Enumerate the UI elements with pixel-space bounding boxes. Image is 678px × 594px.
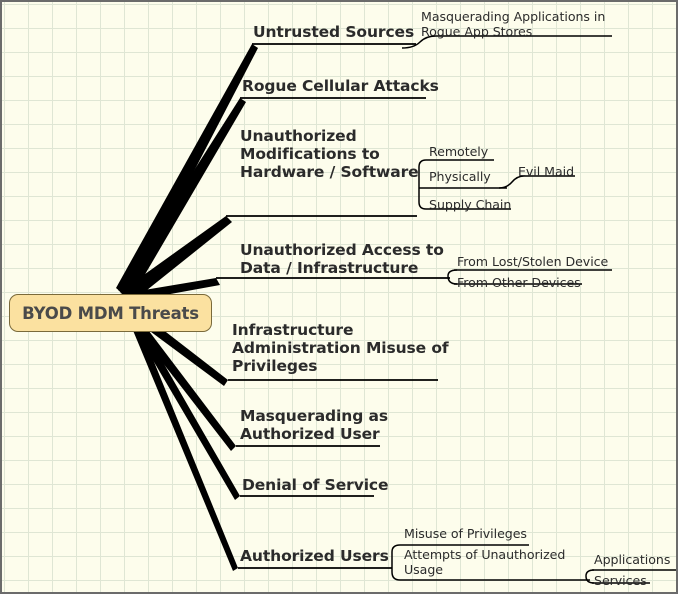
node-supply-chain[interactable]: Supply Chain — [429, 197, 512, 212]
node-evil-maid[interactable]: Evil Maid — [518, 164, 575, 179]
node-unauthorized-modifications[interactable]: Unauthorized Modifications to Hardware /… — [240, 127, 419, 181]
node-unauthorized-access[interactable]: Unauthorized Access to Data / Infrastruc… — [240, 241, 444, 277]
node-untrusted-sources[interactable]: Untrusted Sources — [253, 23, 415, 41]
edge-root-authorized-users — [122, 298, 238, 571]
node-from-lost-stolen-device[interactable]: From Lost/Stolen Device — [457, 254, 609, 269]
root-node-label: BYOD MDM Threats — [22, 303, 199, 323]
node-denial-of-service[interactable]: Denial of Service — [242, 476, 389, 494]
node-from-other-devices[interactable]: From Other Devices — [457, 275, 581, 290]
node-authorized-users[interactable]: Authorized Users — [240, 547, 389, 565]
node-misuse-of-privileges[interactable]: Misuse of Privileges — [404, 526, 527, 541]
node-remotely[interactable]: Remotely — [429, 144, 489, 159]
node-rogue-cellular-attacks[interactable]: Rogue Cellular Attacks — [242, 77, 439, 95]
node-physically[interactable]: Physically — [429, 169, 491, 184]
edge-access-spine — [447, 269, 458, 285]
node-attempts-of-unauthorized-usage[interactable]: Attempts of Unauthorized Usage — [404, 547, 566, 577]
edge-root-rogue-cellular — [118, 98, 246, 300]
node-services[interactable]: Services — [594, 573, 647, 588]
edge-attempts-spine — [585, 569, 595, 584]
node-infrastructure-administration-misuse[interactable]: Infrastructure Administration Misuse of … — [232, 321, 449, 375]
edge-authorized-users-spine — [391, 544, 401, 581]
edge-modifications-spine — [418, 159, 427, 210]
node-masquerading-applications[interactable]: Masquerading Applications in Rogue App S… — [421, 9, 606, 39]
edge-root-unauthorized-modifications — [120, 216, 232, 302]
edge-root-untrusted-sources — [116, 44, 258, 298]
node-masquerading-as-authorized-user[interactable]: Masquerading as Authorized User — [240, 407, 388, 443]
node-applications[interactable]: Applications — [594, 552, 671, 567]
root-node[interactable]: BYOD MDM Threats — [9, 294, 212, 332]
